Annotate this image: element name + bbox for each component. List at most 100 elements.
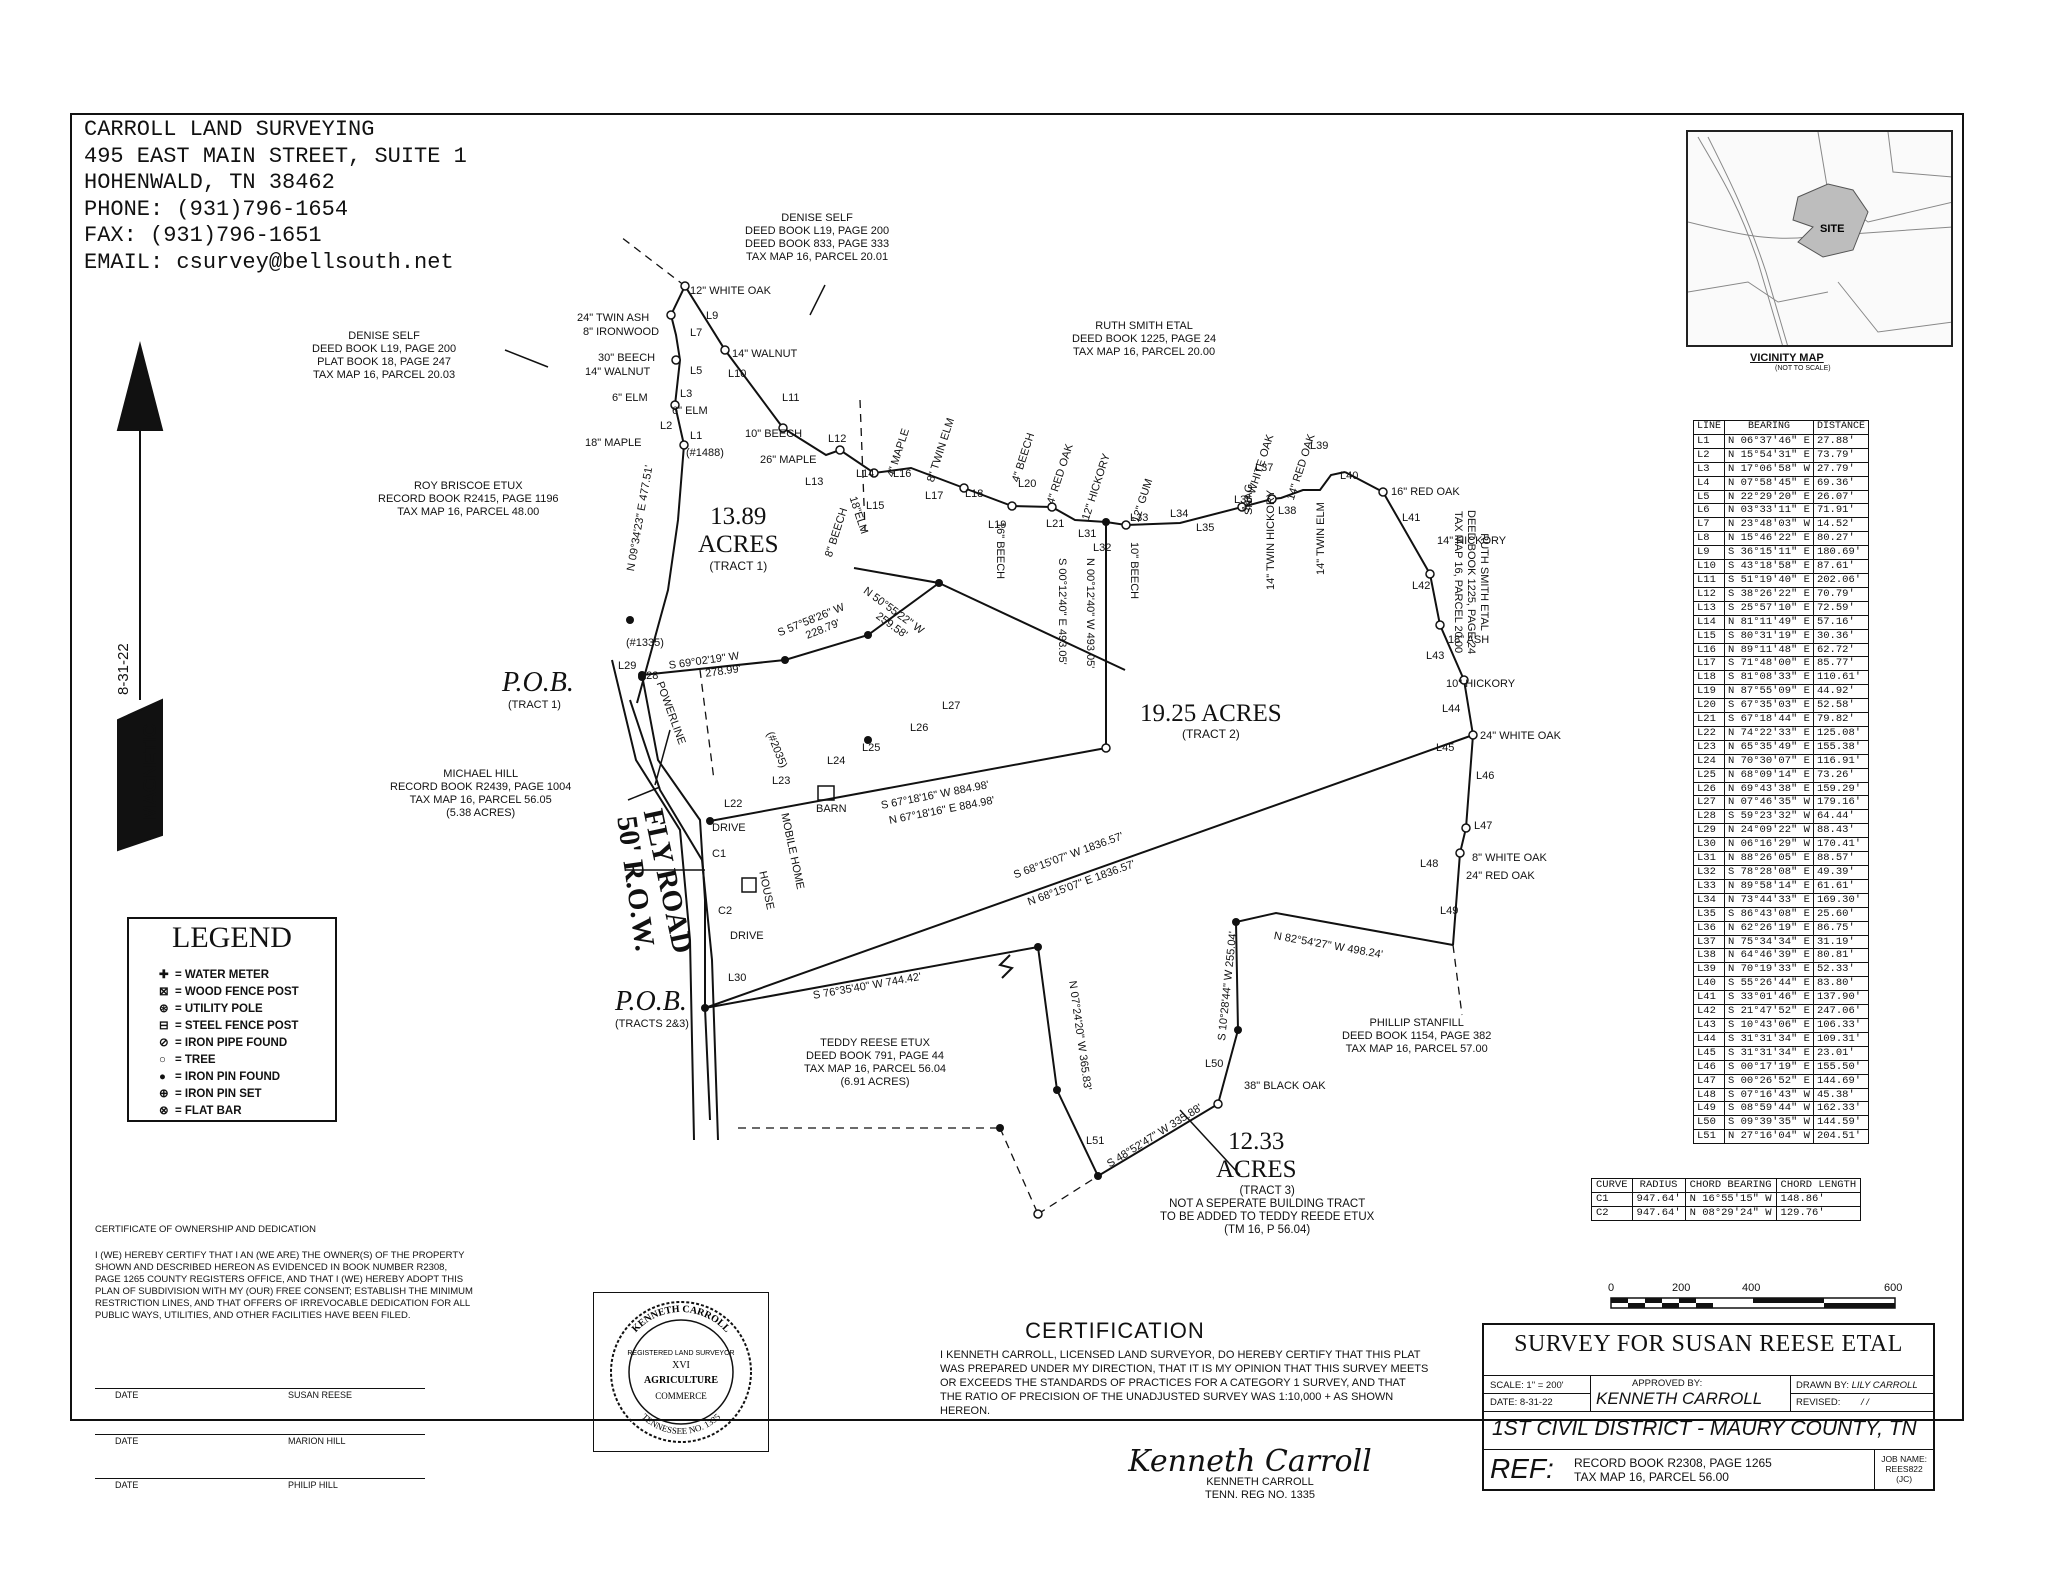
vicinity-map-subtitle: (NOT TO SCALE) xyxy=(1775,365,1831,372)
line-label: L28 xyxy=(640,670,659,682)
legend-item: ○= TREE xyxy=(159,1052,299,1069)
certification-text: I KENNETH CARROLL, LICENSED LAND SURVEYO… xyxy=(940,1349,1429,1417)
scale-label: 600 xyxy=(1884,1282,1903,1294)
legend-symbol-icon: ⊛ xyxy=(159,1003,169,1015)
tree-label: 16" RED OAK xyxy=(1391,486,1460,498)
line-label: L44 xyxy=(1442,703,1461,715)
line-table-header: DISTANCE xyxy=(1812,420,1869,435)
tree-label: (#1335) xyxy=(626,637,664,649)
company-email: EMAIL: csurvey@bellsouth.net xyxy=(84,249,454,275)
legend-symbol-icon: ● xyxy=(159,1071,166,1083)
ref-text: RECORD BOOK R2308, PAGE 1265 TAX MAP 16,… xyxy=(1574,1456,1772,1484)
line-label: L48 xyxy=(1420,858,1439,870)
curve-table-header: CHORD BEARING xyxy=(1684,1178,1777,1193)
line-label: L51 xyxy=(1086,1135,1105,1147)
vicinity-site-label: SITE xyxy=(1820,223,1844,235)
legend-item: ⊘= IRON PIPE FOUND xyxy=(159,1035,299,1052)
tree-label: 26" MAPLE xyxy=(760,454,817,466)
signature-line-susan: DATE SUSAN REESE xyxy=(95,1388,425,1400)
ref-label: REF: xyxy=(1490,1453,1554,1484)
line-label: L30 xyxy=(728,972,747,984)
line-label: L15 xyxy=(866,500,885,512)
tract3-acres: 12.33 ACRES xyxy=(1216,1128,1297,1183)
approved-by: KENNETH CARROLL xyxy=(1596,1389,1763,1408)
tree-label: 18" ASH xyxy=(1448,634,1490,646)
drawn-by-label: DRAWN BY: LILY CARROLL xyxy=(1796,1380,1918,1391)
line-label: L19 xyxy=(988,519,1007,531)
line-label: L22 xyxy=(724,798,743,810)
tree-label: 10" BEECH xyxy=(745,428,803,440)
tract2-acres: 19.25 ACRES (TRACT 2) xyxy=(1140,700,1282,741)
line-label: L34 xyxy=(1170,508,1189,520)
company-city: HOHENWALD, TN 38462 xyxy=(84,170,335,195)
certification-title: CERTIFICATION xyxy=(1025,1318,1205,1343)
tree-label: 18" MAPLE xyxy=(585,437,642,449)
line-label: L3 xyxy=(680,388,693,400)
company-address: 495 EAST MAIN STREET, SUITE 1 xyxy=(84,143,467,169)
line-label: L21 xyxy=(1046,518,1065,530)
line-label: L42 xyxy=(1412,580,1431,592)
bearing-label: S 00°12'40" E 493.05' xyxy=(1056,558,1068,665)
tree-label: 38" BLACK OAK xyxy=(1244,1080,1326,1092)
line-label: L12 xyxy=(828,433,847,445)
surveyor-seal: KENNETH CARROLL TENNESSEE NO. 1335 REGIS… xyxy=(593,1292,769,1452)
pob-tracts-2-3: P.O.B. (TRACTS 2&3) xyxy=(615,986,689,1030)
line-label: C1 xyxy=(712,848,727,860)
legend-item: ●= IRON PIN FOUND xyxy=(159,1069,299,1086)
line-label: L36 xyxy=(1234,494,1253,506)
tree-label: 8" WHITE OAK xyxy=(1472,852,1547,864)
legend-symbol-icon: ⊠ xyxy=(159,986,169,998)
approved-label: APPROVED BY: xyxy=(1632,1378,1703,1389)
seal-word2: COMMERCE xyxy=(655,1391,707,1401)
drive-label: DRIVE xyxy=(712,822,746,834)
scale-value: SCALE: 1" = 200' xyxy=(1490,1380,1564,1391)
signature-line-philip: DATE PHILIP HILL xyxy=(95,1478,425,1490)
line-label: L17 xyxy=(925,490,944,502)
seal-word1: AGRICULTURE xyxy=(644,1375,718,1386)
legend-item: ⊗= FLAT BAR xyxy=(159,1103,299,1120)
line-label: L43 xyxy=(1426,650,1445,662)
line-label: L27 xyxy=(942,700,961,712)
line-label: L50 xyxy=(1205,1058,1224,1070)
tree-label: 12" WHITE OAK xyxy=(690,285,771,297)
drive-label: DRIVE xyxy=(730,930,764,942)
tree-label: 8" IRONWOOD xyxy=(583,326,660,338)
revised-label: REVISED: / / xyxy=(1796,1397,1869,1408)
line-label: L31 xyxy=(1078,528,1097,540)
curve-table: CURVE RADIUS CHORD BEARING CHORD LENGTH … xyxy=(1591,1178,1862,1221)
legend-symbol-icon: ⊘ xyxy=(159,1037,169,1049)
tree-label: 14" HICKORY xyxy=(1437,535,1507,547)
tree-label: (#1488) xyxy=(686,447,724,459)
line-label: L37 xyxy=(1255,462,1274,474)
line-label: C2 xyxy=(718,905,733,917)
line-label: L7 xyxy=(690,327,703,339)
